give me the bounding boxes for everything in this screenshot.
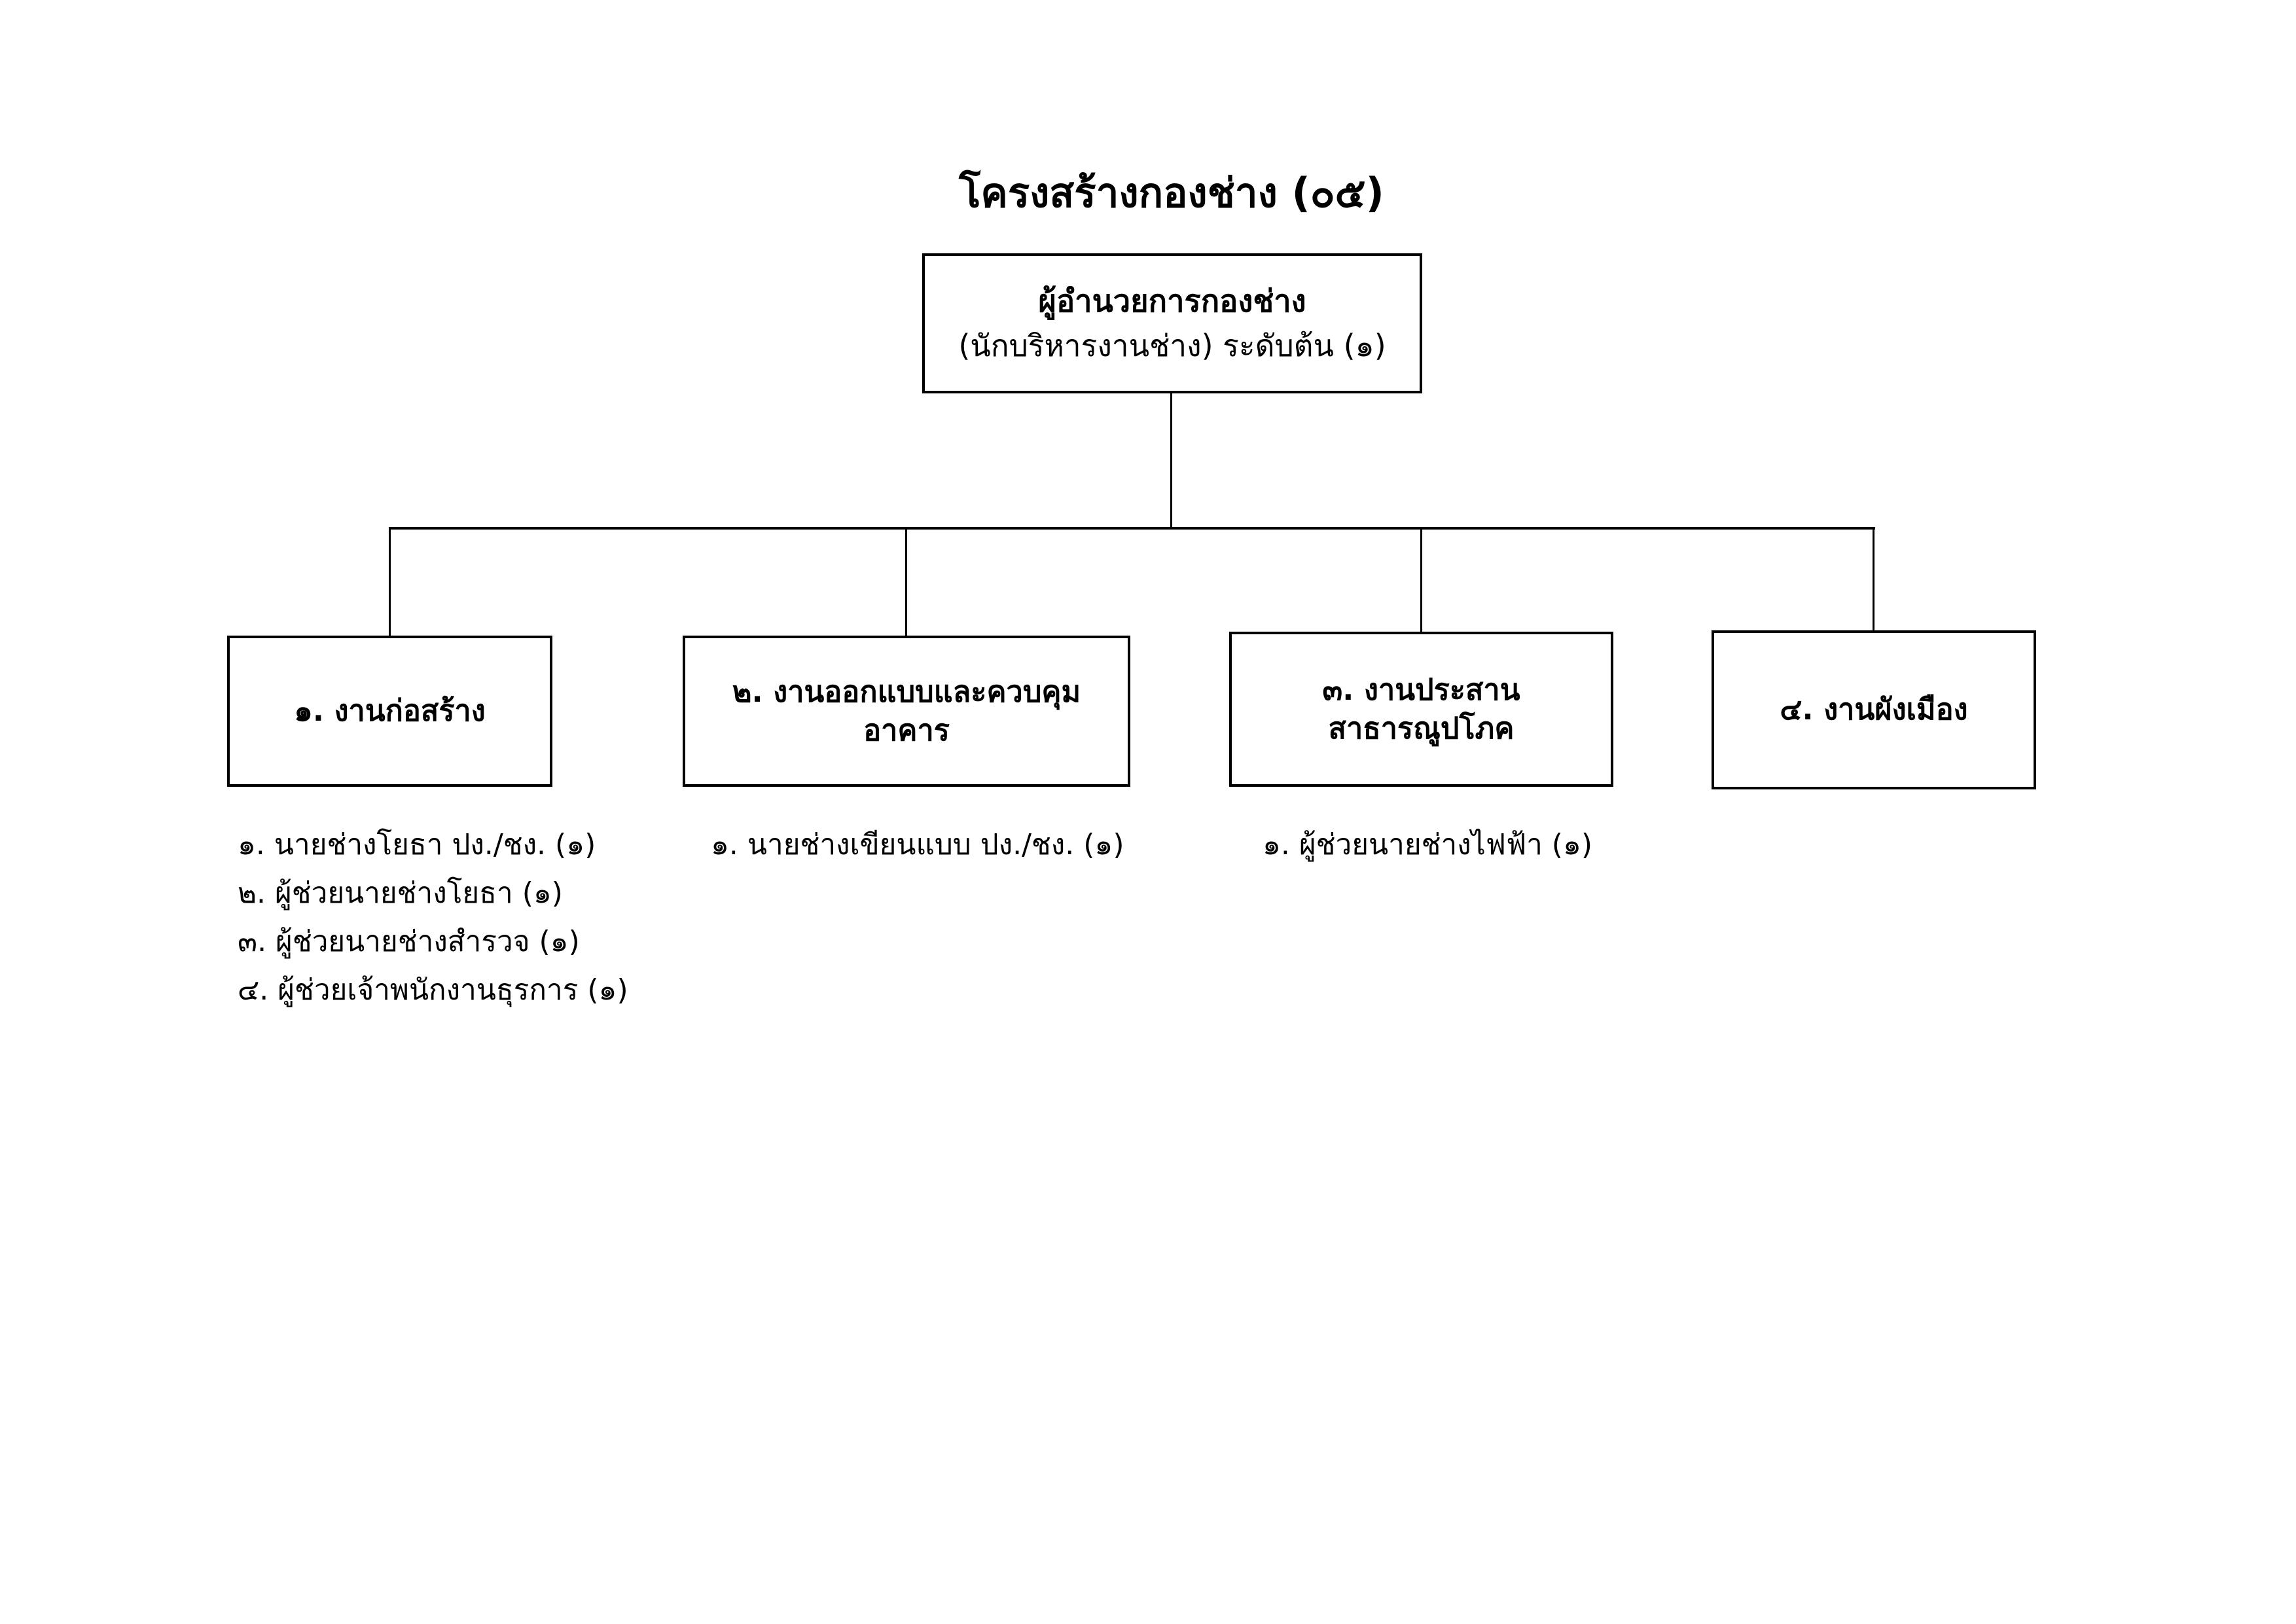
dept-box-utilities-coordination: ๓. งานประสานสาธารณูปโภค — [1229, 632, 1613, 787]
staff-list-construction: ๑. นายช่างโยธา ปง./ชง. (๑) ๒. ผู้ช่วยนาย… — [238, 821, 628, 1015]
root-box-director: ผู้อำนวยการกองช่าง (นักบริหารงานช่าง) ระ… — [922, 253, 1422, 393]
dept-box-label: ๑. งานก่อสร้าง — [294, 693, 486, 729]
staff-item: ๒. ผู้ช่วยนายช่างโยธา (๑) — [238, 876, 563, 910]
dept-box-label: ๒. งานออกแบบและควบคุมอาคาร — [732, 674, 1081, 748]
connector-stem — [1170, 393, 1172, 528]
dept-box-label: ๓. งานประสานสาธารณูปโภค — [1322, 672, 1520, 746]
staff-item: ๑. นายช่างเขียนแบบ ปง./ชง. (๑) — [711, 828, 1124, 861]
staff-list-design-building-control: ๑. นายช่างเขียนแบบ ปง./ชง. (๑) — [711, 821, 1124, 869]
connector-drop-4 — [1873, 528, 1874, 630]
root-box-title: ผู้อำนวยการกองช่าง — [1038, 283, 1306, 319]
dept-box-city-planning: ๔. งานผังเมือง — [1712, 630, 2036, 789]
connector-drop-2 — [905, 528, 907, 636]
staff-item: ๑. นายช่างโยธา ปง./ชง. (๑) — [238, 828, 596, 861]
staff-item: ๓. ผู้ช่วยนายช่างสำรวจ (๑) — [238, 925, 580, 958]
page-title: โครงสร้างกองช่าง (๐๕) — [959, 169, 1384, 217]
dept-box-label: ๔. งานผังเมือง — [1780, 692, 1968, 727]
connector-drop-1 — [389, 528, 391, 636]
staff-list-utilities-coordination: ๑. ผู้ช่วยนายช่างไฟฟ้า (๑) — [1263, 821, 1592, 869]
root-box-subtitle: (นักบริหารงานช่าง) ระดับต้น (๑) — [958, 327, 1386, 363]
dept-box-design-building-control: ๒. งานออกแบบและควบคุมอาคาร — [683, 636, 1130, 787]
connector-drop-3 — [1420, 528, 1422, 632]
connector-crossbar — [389, 527, 1875, 530]
dept-box-construction: ๑. งานก่อสร้าง — [227, 636, 552, 787]
staff-item: ๔. ผู้ช่วยเจ้าพนักงานธุรการ (๑) — [238, 973, 628, 1007]
staff-item: ๑. ผู้ช่วยนายช่างไฟฟ้า (๑) — [1263, 828, 1593, 861]
